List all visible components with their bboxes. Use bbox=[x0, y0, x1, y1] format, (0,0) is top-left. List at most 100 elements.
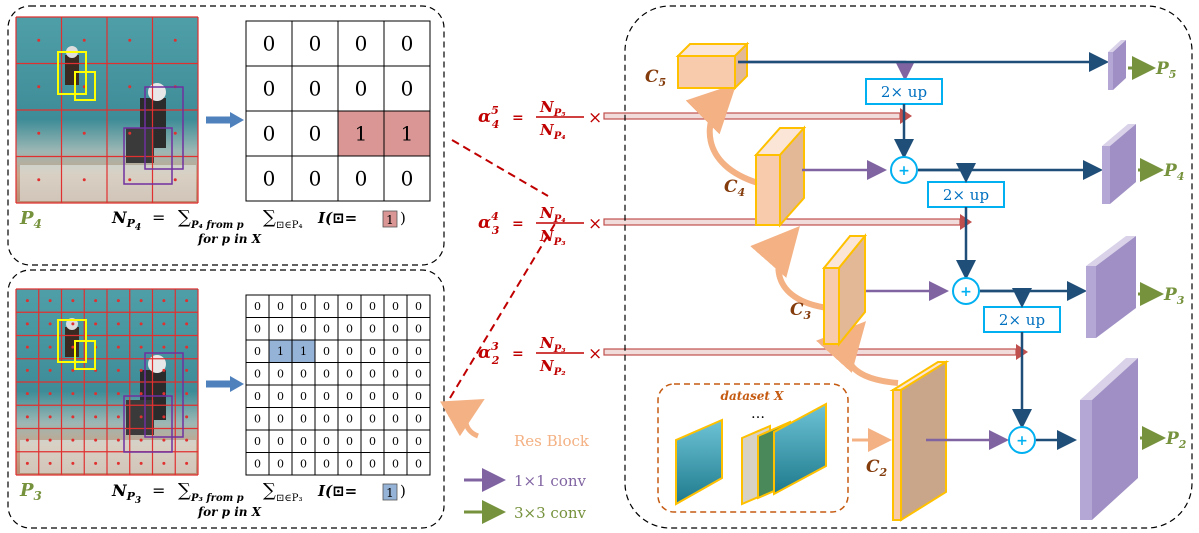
bottom-grid-cell-value: 0 bbox=[369, 300, 376, 313]
top-grid-cell-value: 0 bbox=[355, 77, 368, 101]
top-grid-cell-value: 0 bbox=[309, 32, 322, 56]
feature-block-c3 bbox=[821, 233, 868, 347]
top-grid-cell bbox=[291, 65, 339, 112]
bottom-grid-cell-value: 0 bbox=[346, 435, 353, 448]
bottom-grid-cell bbox=[406, 452, 431, 476]
bottom-grid-cell-value: 0 bbox=[346, 368, 353, 381]
p5-label: P5 bbox=[1155, 59, 1176, 81]
top-grid-cell-value: 0 bbox=[355, 167, 368, 191]
bottom-grid-cell-value: 1 bbox=[277, 345, 284, 358]
bottom-grid-cell-value: 0 bbox=[392, 368, 399, 381]
bottom-grid-cell-value: 0 bbox=[415, 435, 422, 448]
alpha-numerator: NP₅ bbox=[539, 98, 566, 119]
output-block-p2 bbox=[1080, 358, 1138, 520]
bottom-grid-cell-value: 0 bbox=[254, 345, 261, 358]
dataset-ellipsis: … bbox=[751, 406, 765, 422]
bottom-grid-cell-value: 0 bbox=[369, 345, 376, 358]
top-grid-cell-value: 1 bbox=[401, 122, 414, 146]
plus-circle-3 bbox=[952, 277, 980, 305]
bottom-grid-cell-value: 0 bbox=[392, 300, 399, 313]
bottom-grid-cell-value: 0 bbox=[415, 390, 422, 403]
bottom-bounding-boxes bbox=[57, 319, 184, 453]
bottom-grid-cell-value: 0 bbox=[254, 435, 261, 448]
bottom-grid-cell-value: 0 bbox=[323, 413, 330, 426]
top-grid-cell bbox=[383, 20, 431, 67]
res-block-arrow-4-5 bbox=[685, 83, 759, 186]
bottom-grid-cell-value: 0 bbox=[277, 435, 284, 448]
top-panel-border bbox=[7, 5, 445, 266]
output-block-p4 bbox=[1102, 124, 1136, 204]
p4-label: P4 bbox=[1163, 161, 1184, 183]
bottom-formula-box-value: 1 bbox=[386, 486, 394, 500]
c2-label: C2 bbox=[866, 457, 888, 479]
bottom-grid-cell-value: 0 bbox=[392, 435, 399, 448]
res-block-legend-icon bbox=[440, 399, 485, 439]
bottom-grid-cell-value: 0 bbox=[277, 390, 284, 403]
res-block-arrow-2-3 bbox=[816, 321, 899, 386]
bottom-grid-cell-value: 0 bbox=[277, 458, 284, 471]
top-grid-cell bbox=[245, 20, 293, 67]
top-image-grid bbox=[15, 16, 199, 204]
bottom-formula-indicator: I(⊡= bbox=[317, 482, 357, 500]
top-grid-cell bbox=[383, 65, 431, 112]
bottom-grid-cell-value: 0 bbox=[254, 458, 261, 471]
alpha-times: × bbox=[588, 214, 602, 234]
alpha-denominator: NP₃ bbox=[539, 227, 566, 248]
alpha-times: × bbox=[588, 108, 602, 128]
top-grid-cell-value: 0 bbox=[355, 32, 368, 56]
top-grid-cell bbox=[383, 155, 431, 202]
plus-circle-4 bbox=[890, 156, 918, 184]
bottom-panel-border bbox=[7, 269, 445, 529]
output-block-p3 bbox=[1086, 236, 1136, 338]
plus-symbol-2: + bbox=[1016, 433, 1028, 449]
top-grid-cell-value: 0 bbox=[401, 32, 414, 56]
top-formula-box-value: 1 bbox=[386, 213, 394, 227]
bottom-grid-cell-value: 0 bbox=[254, 413, 261, 426]
bottom-grid-cell-value: 0 bbox=[300, 368, 307, 381]
p2-label: P2 bbox=[1165, 429, 1187, 451]
bottom-grid-cell-value: 0 bbox=[323, 368, 330, 381]
legend-conv1x1-label: 1×1 conv bbox=[514, 472, 587, 490]
top-formula-sum1-sub: P₄ from p bbox=[190, 220, 244, 231]
pyramid-panel: C5 C4 C3 C2 2× up 2× up 2× up + + + bbox=[624, 5, 1193, 529]
bottom-grid-cell-value: 0 bbox=[369, 390, 376, 403]
bottom-formula-sum2-sub: ⊡∈P₃ bbox=[276, 493, 303, 504]
upsample-label-2: 2× up bbox=[943, 186, 989, 204]
bottom-grid-cell-value: 0 bbox=[300, 458, 307, 471]
alpha-equals: = bbox=[512, 346, 524, 362]
legend-res-block-label: Res Block bbox=[514, 432, 590, 450]
bottom-grid-cell-value: 0 bbox=[323, 390, 330, 403]
feature-block-c5 bbox=[675, 41, 750, 91]
upsample-box-1 bbox=[865, 78, 943, 105]
bottom-grid-cell-value: 0 bbox=[369, 435, 376, 448]
bottom-grid-cell-value: 0 bbox=[369, 323, 376, 336]
top-formula-count: NP4 bbox=[111, 208, 141, 233]
bottom-formula-eq: = bbox=[152, 481, 165, 500]
bottom-formula-sum1-sub: P₃ from p bbox=[190, 493, 244, 504]
bottom-grid-cell-value: 0 bbox=[254, 300, 261, 313]
bottom-grid-cell-value: 0 bbox=[323, 458, 330, 471]
bottom-grid-cell-value: 0 bbox=[323, 323, 330, 336]
bottom-grid-cell-value: 0 bbox=[346, 323, 353, 336]
top-grid-cell-value: 0 bbox=[401, 167, 414, 191]
bottom-grid-cell-value: 0 bbox=[323, 345, 330, 358]
dataset-box: dataset X … bbox=[657, 383, 849, 513]
conv1x1-c5 bbox=[738, 60, 915, 81]
p3-label: P3 bbox=[1163, 285, 1185, 307]
top-formula: NP4 = ∑ P₄ from p ∑ ⊡∈P₄ I(⊡= 1 ) for p … bbox=[111, 207, 406, 246]
res-block-arrow-3-4 bbox=[750, 225, 829, 311]
top-grid-cell-value: 1 bbox=[355, 122, 368, 146]
bottom-grid-cell-value: 0 bbox=[392, 413, 399, 426]
top-formula-sum2-sub: ⊡∈P₄ bbox=[276, 220, 303, 231]
top-bounding-boxes bbox=[57, 51, 184, 185]
bottom-grid-cell-value: 0 bbox=[392, 323, 399, 336]
alpha-numerator: NP₄ bbox=[539, 204, 566, 225]
legend: Res Block 1×1 conv 3×3 conv bbox=[440, 399, 590, 524]
upsample-label-3: 2× up bbox=[999, 311, 1045, 329]
pyramid-panel-border bbox=[624, 5, 1193, 529]
top-grid-cell-value: 0 bbox=[309, 77, 322, 101]
